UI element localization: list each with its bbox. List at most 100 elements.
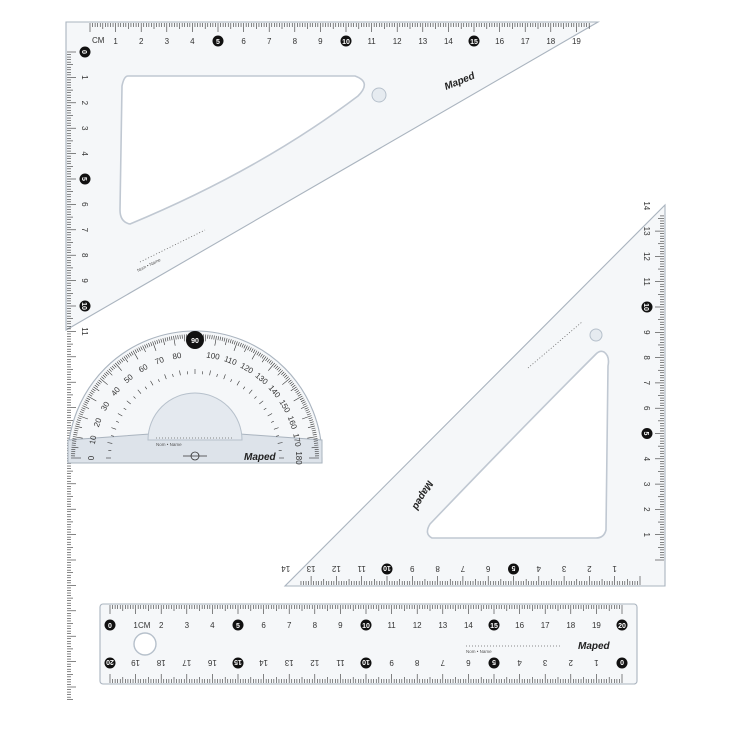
ruler-top-label-0: 0 <box>108 623 112 630</box>
protractor-tick <box>300 405 308 409</box>
ruler-top-label-1: 1 <box>133 621 138 630</box>
protractor-inner-tick <box>248 389 253 394</box>
protractor-tick <box>95 383 100 387</box>
protractor-tick <box>71 444 76 446</box>
protractor-inner-tick <box>242 386 246 390</box>
ss45-left-label-1: 1 <box>80 75 89 80</box>
protractor-tick <box>173 335 176 346</box>
ruler-bottom-label-1: 1 <box>594 658 599 667</box>
ss45-left-label-11: 11 <box>80 327 89 336</box>
protractor-tick <box>81 407 86 410</box>
protractor-tick <box>291 384 296 388</box>
protractor-tick <box>306 413 311 416</box>
protractor-tick <box>282 378 291 385</box>
protractor-inner-tick <box>254 396 257 399</box>
protractor-tick <box>71 442 76 444</box>
protractor-tick <box>85 399 90 402</box>
protractor-tick <box>295 390 300 393</box>
ruler-top-label-20-marker <box>616 619 628 631</box>
protractor-inner-tick <box>110 435 114 437</box>
protractor-tick <box>251 348 254 353</box>
ruler-top-label-10-marker <box>360 619 372 631</box>
protractor-tick <box>285 376 289 380</box>
protractor-tick <box>312 434 317 436</box>
ss60-right-label-11: 11 <box>642 278 651 287</box>
protractor-tick <box>233 340 236 345</box>
protractor-tick <box>121 357 125 362</box>
ss60-bottom-label-11: 11 <box>357 564 366 573</box>
protractor-tick <box>311 427 316 430</box>
protractor-brand-logo: Maped <box>244 452 277 463</box>
ss60-bottom-label-14: 14 <box>281 564 290 573</box>
ss45-left-label-2: 2 <box>80 101 89 106</box>
protractor-90-label: 90 <box>191 338 199 345</box>
protractor-inner-tick <box>144 386 148 390</box>
ss45-top-label-4: 4 <box>190 37 195 46</box>
protractor-tick <box>130 351 134 356</box>
protractor-tick <box>288 379 292 383</box>
protractor-tick <box>252 349 256 354</box>
protractor-tick <box>209 334 211 339</box>
ss45-top-label-17: 17 <box>521 37 530 46</box>
protractor-tick <box>154 340 157 345</box>
protractor-tick <box>150 342 153 347</box>
protractor-tick <box>160 338 163 343</box>
protractor-tick <box>164 337 167 342</box>
ss45-top-label-14: 14 <box>444 37 453 46</box>
protractor-inner-tick <box>179 370 181 376</box>
ss45-top-label-18: 18 <box>546 37 555 46</box>
ruler-bottom-label-0: 0 <box>620 658 624 665</box>
protractor-inner-tick <box>230 379 233 383</box>
protractor-tick <box>127 353 130 358</box>
protractor-tick <box>300 399 305 402</box>
ruler-top-label-5: 5 <box>236 623 240 630</box>
protractor-inner-tick <box>270 420 274 423</box>
ss45-left-label-10-marker <box>79 300 91 312</box>
ss45-left-label-6: 6 <box>80 202 89 207</box>
ruler-top-label-7: 7 <box>287 621 292 630</box>
protractor-inner-tick <box>164 374 167 380</box>
protractor-inner-tick <box>276 435 280 437</box>
ruler-top-label-15: 15 <box>490 623 498 630</box>
ruler-bottom-label-20-marker <box>104 657 116 669</box>
protractor-tick <box>111 365 115 370</box>
protractor-tick <box>237 342 240 347</box>
ruler-top-label-16: 16 <box>515 621 524 630</box>
protractor-tick <box>118 360 122 364</box>
protractor-inner-tick <box>117 413 123 417</box>
ruler-bottom-label-17: 17 <box>182 658 191 667</box>
protractor-tick <box>84 401 89 404</box>
protractor-tick <box>301 401 306 404</box>
protractor-tick <box>125 355 129 359</box>
ss45-left-label-0-marker <box>79 46 91 58</box>
ruler-top-label-4: 4 <box>210 621 215 630</box>
protractor-tick <box>233 341 238 352</box>
protractor-inner-tick <box>133 396 136 399</box>
protractor-tick <box>129 352 132 357</box>
protractor-tick <box>311 446 319 449</box>
protractor-tick <box>289 381 293 385</box>
ruler-bottom-label-12: 12 <box>310 658 319 667</box>
protractor-tick <box>306 411 311 414</box>
protractor-inner-tick <box>111 427 117 430</box>
set-square-45-name-line <box>139 229 206 263</box>
ss60-bottom-label-10: 10 <box>383 564 391 571</box>
ss60-right-label-13: 13 <box>642 227 651 236</box>
ss60-bottom-label-5: 5 <box>511 564 515 571</box>
ss45-top-label-9: 9 <box>318 37 323 46</box>
ruler-bottom-label-0-marker <box>616 657 628 669</box>
protractor-tick <box>301 415 312 420</box>
protractor-tick <box>249 347 252 352</box>
protractor-inner-tick <box>223 374 226 380</box>
protractor-tick <box>140 346 143 351</box>
protractor-tick <box>293 395 303 402</box>
ss45-top-label-5-marker <box>212 35 224 47</box>
protractor-tick <box>99 378 108 385</box>
protractor-tick <box>261 355 265 359</box>
ruler-bottom-label-16: 16 <box>207 658 216 667</box>
protractor-tick <box>207 334 209 339</box>
protractor-tick <box>225 338 228 346</box>
